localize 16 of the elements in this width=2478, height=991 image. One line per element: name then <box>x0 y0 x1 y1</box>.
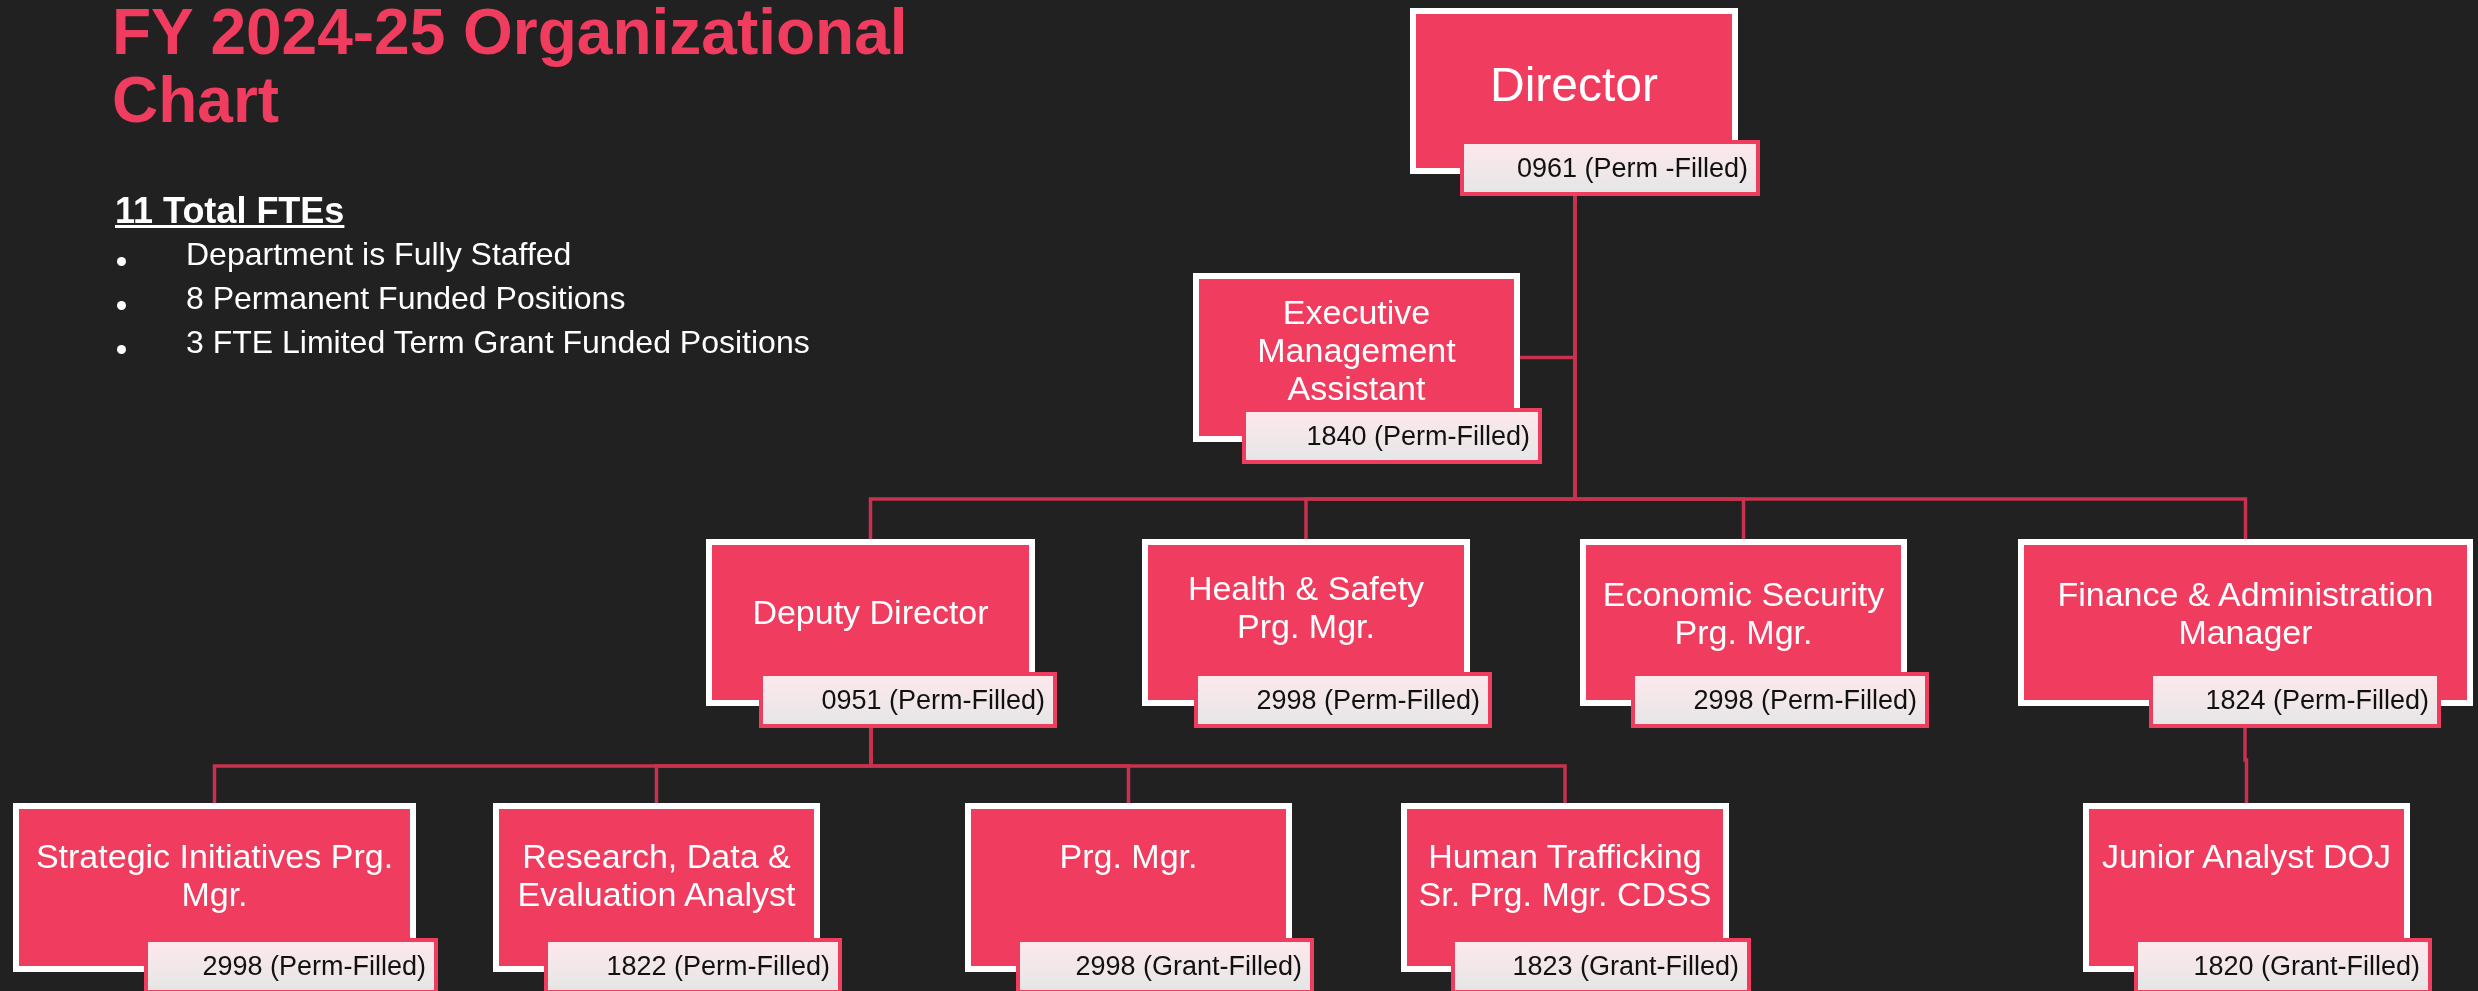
position-code: 1823 (Grant-Filled) <box>1451 938 1751 991</box>
position-code: 2998 (Perm-Filled) <box>1194 672 1492 728</box>
position-code: 0961 (Perm -Filled) <box>1460 140 1760 196</box>
position-code: 1820 (Grant-Filled) <box>2134 938 2432 991</box>
connector-line <box>2243 728 2249 803</box>
position-code: 2998 (Perm-Filled) <box>144 938 438 991</box>
summary-item: 8 Permanent Funded Positions <box>186 280 626 317</box>
position-code: 1840 (Perm-Filled) <box>1242 408 1542 464</box>
position-code: 0951 (Perm-Filled) <box>759 672 1057 728</box>
position-code: 2998 (Perm-Filled) <box>1631 672 1929 728</box>
summary-item: Department is Fully Staffed <box>186 236 572 273</box>
chart-title: FY 2024-25 Organizational Chart <box>112 0 909 134</box>
summary-heading: 11 Total FTEs <box>115 190 345 232</box>
summary-item: 3 FTE Limited Term Grant Funded Positions <box>186 324 810 361</box>
position-code: 2998 (Grant-Filled) <box>1016 938 1314 991</box>
position-code: 1822 (Perm-Filled) <box>544 938 842 991</box>
